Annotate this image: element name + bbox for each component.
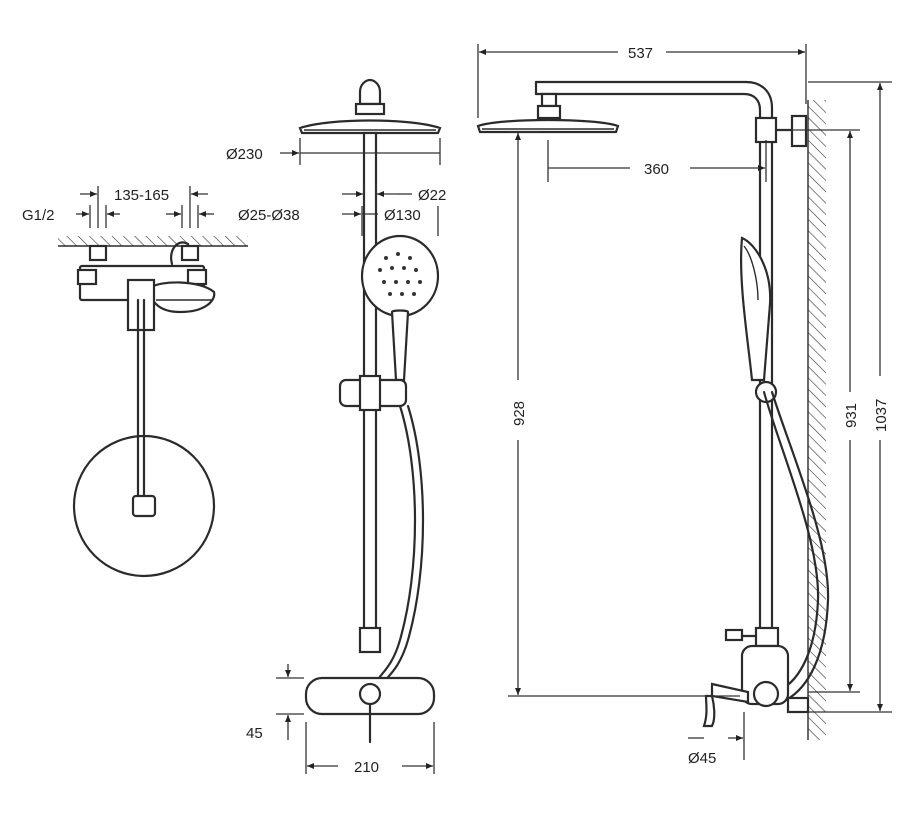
label-pipe-dia: Ø25-Ø38 <box>238 207 300 224</box>
top-view-wall <box>58 236 248 246</box>
label-height-928: 928 <box>511 401 528 426</box>
label-head-dia: Ø230 <box>226 146 263 163</box>
label-hand-dia: Ø130 <box>384 207 421 224</box>
label-arm-length: 537 <box>628 45 653 62</box>
side-view-shower-arm <box>534 80 774 382</box>
side-view-hose <box>762 390 820 692</box>
side-view-hand-shower <box>739 236 772 382</box>
label-mixer-width: 210 <box>354 759 379 776</box>
label-height-1037: 1037 <box>873 399 890 432</box>
front-view-hand-shower <box>360 234 440 318</box>
top-view-hand-shower <box>148 281 216 314</box>
front-view-hose <box>376 404 417 682</box>
hand-shower-nozzles <box>378 252 422 296</box>
label-arm-offset: 360 <box>644 161 669 178</box>
side-view-wall <box>808 100 826 740</box>
label-g12: G1/2 <box>22 207 55 224</box>
side-view: 537 360 928 931 1037 Ø45 <box>476 44 892 767</box>
side-view-shower-head <box>476 118 620 134</box>
label-mixer-height: 45 <box>246 725 263 742</box>
label-height-931: 931 <box>843 403 860 428</box>
front-view-shower-head <box>298 119 442 135</box>
top-view-shower-head <box>72 434 216 578</box>
front-view: Ø230 Ø22 Ø130 45 210 <box>226 78 446 776</box>
label-spacing: 135-165 <box>114 187 169 204</box>
label-bar-dia: Ø22 <box>418 187 446 204</box>
label-outlet-dia: Ø45 <box>688 750 716 767</box>
top-view: G1/2 135-165 Ø25-Ø38 <box>22 186 300 578</box>
